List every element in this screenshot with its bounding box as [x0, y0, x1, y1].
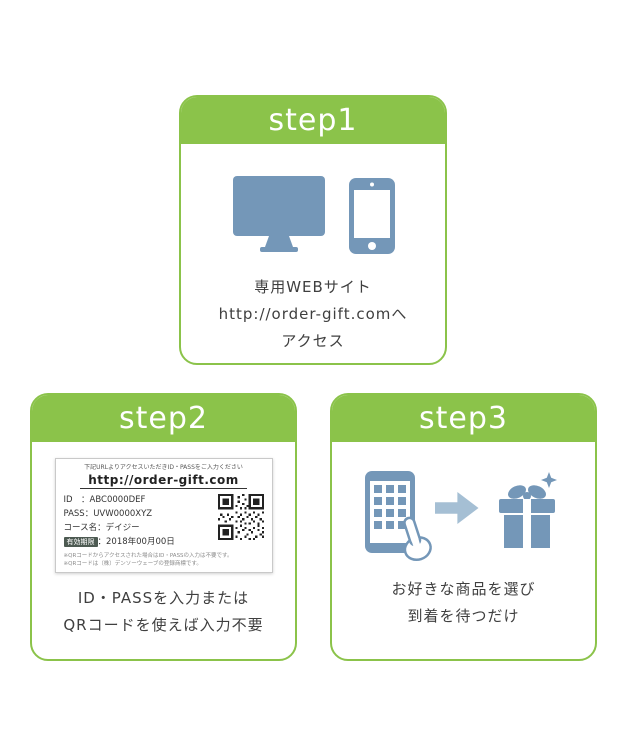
step3-caption: お好きな商品を選び 到着を待つだけ	[332, 576, 595, 630]
card-url: http://order-gift.com	[80, 473, 247, 489]
step3-card: step3	[330, 393, 597, 661]
fine-print-line: ※QRコードは（株）デンソーウェーブの登録商標です。	[63, 560, 202, 567]
step2-body: 下記URLよりアクセスいただきID・PASSをご入力ください http://or…	[32, 458, 295, 639]
web-access-illustration	[181, 170, 445, 262]
fine-print-line: ※QRコードからアクセスされた場合はID・PASSの入力は不要です。	[63, 553, 233, 559]
card-main: ID ：ABC0000DEF PASS：UVW0000XYZ コース名：デイジー…	[63, 493, 264, 549]
caption-line: 専用WEBサイト	[254, 278, 372, 296]
choose-and-receive-illustration	[332, 466, 595, 564]
step3-body: お好きな商品を選び 到着を待つだけ	[332, 466, 595, 630]
card-fine-print: ※QRコードからアクセスされた場合はID・PASSの入力は不要です。 ※QRコー…	[64, 553, 264, 568]
expiry-value: ：2018年00月00日	[97, 537, 175, 547]
step1-title: step1	[268, 103, 358, 138]
step3-title: step3	[419, 401, 508, 436]
arrow-right-icon	[434, 492, 479, 524]
step1-caption: 専用WEBサイト http://order-gift.comへ アクセス	[181, 274, 445, 355]
card-credentials: ID ：ABC0000DEF PASS：UVW0000XYZ コース名：デイジー…	[63, 493, 214, 549]
card-pass-row: PASS：UVW0000XYZ	[63, 509, 153, 519]
caption-line: お好きな商品を選び	[391, 580, 536, 598]
qr-code	[217, 494, 264, 540]
card-id-row: ID ：ABC0000DEF	[63, 495, 146, 505]
caption-line: アクセス	[281, 332, 345, 350]
smartphone-icon	[349, 178, 395, 254]
desktop-monitor-icon	[233, 176, 325, 252]
step2-card: step2 下記URLよりアクセスいただきID・PASSをご入力ください htt…	[30, 393, 297, 661]
step1-header: step1	[181, 97, 445, 144]
caption-line: 到着を待つだけ	[407, 607, 520, 625]
caption-line: http://order-gift.comへ	[218, 305, 408, 323]
card-expiry-row: 有効期限：2018年00月00日	[63, 536, 214, 549]
step3-header: step3	[332, 395, 595, 442]
phone-tap-icon	[364, 471, 432, 562]
card-course-row: コース名：デイジー	[63, 523, 140, 533]
step2-caption: ID・PASSを入力または QRコードを使えば入力不要	[32, 585, 295, 639]
gift-box-icon	[498, 472, 557, 548]
expiry-badge: 有効期限	[63, 537, 98, 547]
pointing-hand-icon	[402, 516, 432, 562]
step2-header: step2	[32, 395, 295, 442]
step2-title: step2	[119, 401, 208, 436]
smartphone-grid-icon	[364, 471, 415, 553]
step1-card: step1 専用WEBサイト http://	[179, 95, 447, 365]
step1-body: 専用WEBサイト http://order-gift.comへ アクセス	[181, 170, 445, 355]
id-pass-card-illustration: 下記URLよりアクセスいただきID・PASSをご入力ください http://or…	[54, 458, 273, 573]
caption-line: ID・PASSを入力または	[77, 589, 250, 607]
caption-line: QRコードを使えば入力不要	[63, 616, 264, 634]
card-access-note: 下記URLよりアクセスいただきID・PASSをご入力ください	[84, 464, 243, 471]
